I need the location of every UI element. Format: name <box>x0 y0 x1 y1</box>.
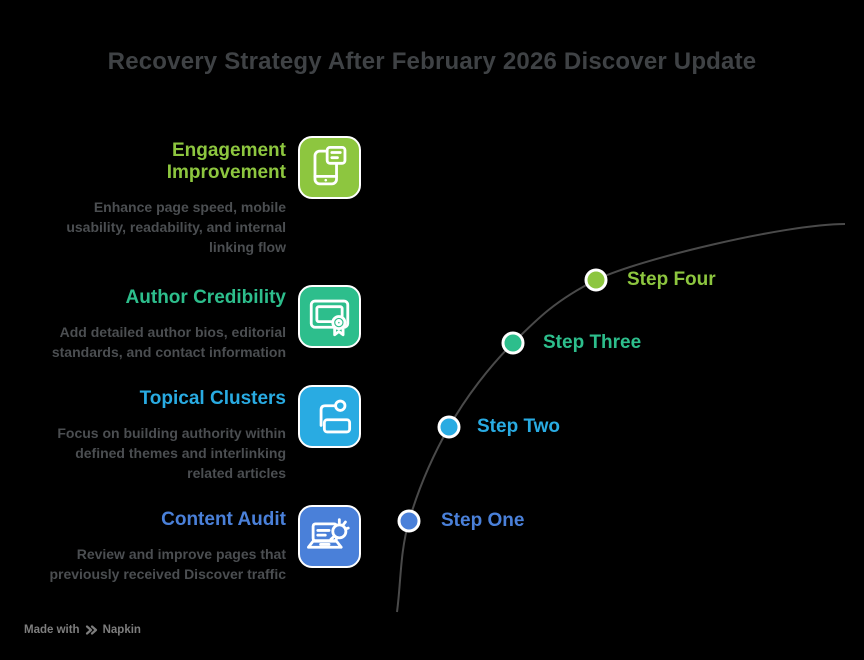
step-one-label: Step One <box>441 510 525 531</box>
section-description: Focus on building authority within defin… <box>57 425 286 481</box>
section-author-credibility: Author Credibility Add detailed author b… <box>40 287 286 362</box>
step-one-dot <box>397 509 421 533</box>
section-heading: Topical Clusters <box>139 388 286 409</box>
section-description: Review and improve pages that previously… <box>49 546 286 582</box>
step-two-label: Step Two <box>477 416 561 437</box>
section-heading: Content Audit <box>161 509 286 530</box>
flowchart-icon <box>298 385 361 448</box>
section-engagement-improvement: Engagement Improvement Enhance page spee… <box>40 140 286 257</box>
laptop-search-icon <box>298 505 361 568</box>
step-three-dot <box>501 331 525 355</box>
brand-label: Napkin <box>102 624 141 636</box>
certificate-icon <box>298 285 361 348</box>
section-heading: Author Credibility <box>125 287 286 308</box>
step-two-dot <box>437 415 461 439</box>
mobile-document-icon <box>298 136 361 199</box>
section-description: Add detailed author bios, editorial stan… <box>51 324 286 360</box>
made-with-label: Made with <box>24 624 80 636</box>
page-title: Recovery Strategy After February 2026 Di… <box>107 48 757 75</box>
napkin-logo-icon <box>85 624 98 636</box>
curve-path <box>396 223 846 613</box>
section-topical-clusters: Topical Clusters Focus on building autho… <box>40 388 286 483</box>
section-description: Enhance page speed, mobile usability, re… <box>66 199 286 255</box>
step-four-label: Step Four <box>627 269 716 290</box>
section-content-audit: Content Audit Review and improve pages t… <box>40 509 286 584</box>
section-heading: Engagement Improvement <box>166 140 286 183</box>
step-three-label: Step Three <box>543 332 642 353</box>
footer-credit: Made with Napkin <box>24 624 141 636</box>
step-four-dot <box>584 268 608 292</box>
